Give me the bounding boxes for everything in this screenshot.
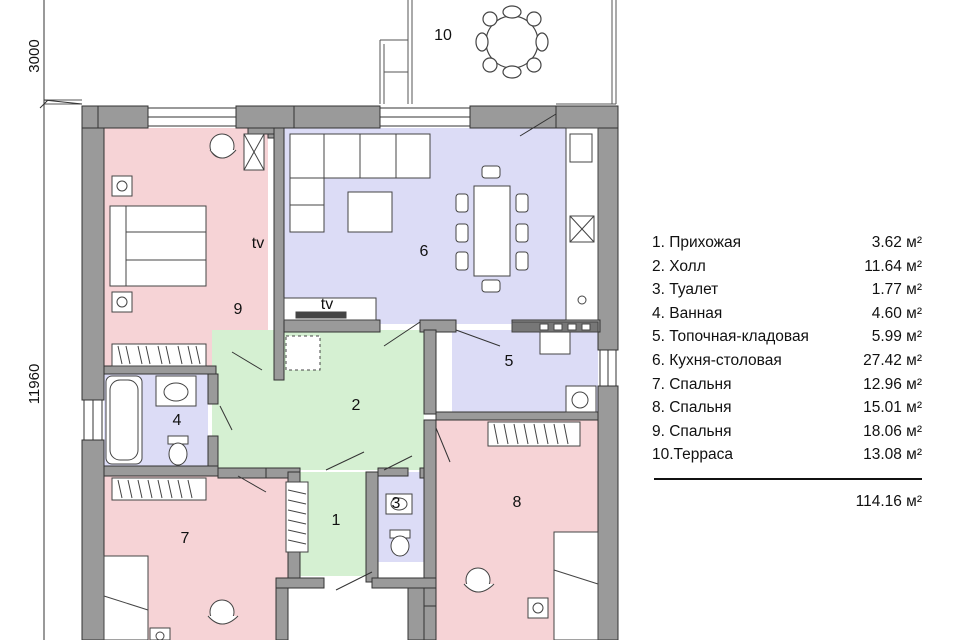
windows <box>43 99 617 441</box>
legend-room-area: 3.62 м² <box>871 234 922 251</box>
legend-room-name: 10.Терраса <box>652 446 733 464</box>
legend-room-name: 5. Топочная-кладовая <box>652 328 809 346</box>
legend-room-area: 1.77 м² <box>871 281 922 299</box>
area-legend: 1. Прихожая 3.62 м² 2. Холл 11.64 м² 3. Туал… <box>652 231 932 467</box>
legend-room-area: 4.60 м² <box>871 304 922 322</box>
legend-room-area: 13.08 м² <box>863 446 922 464</box>
doors <box>219 113 557 591</box>
legend-room-area: 12.96 м² <box>863 375 922 393</box>
legend-row: 10.Терраса 13.08 м² <box>652 443 932 467</box>
room-label-8: 8 <box>513 494 522 511</box>
terrace-table <box>475 5 549 79</box>
legend-row: 1. Прихожая 3.62 м² <box>652 231 932 255</box>
legend-room-name: 4. Ванная <box>652 304 723 322</box>
legend-row: 4. Ванная 4.60 м² <box>652 302 932 326</box>
room-label-6: 6 <box>420 243 429 260</box>
legend-row: 8. Спальня 15.01 м² <box>652 396 932 420</box>
legend-divider <box>654 478 922 480</box>
legend-room-name: 8. Спальня <box>652 399 732 417</box>
legend-room-name: 9. Спальня <box>652 422 732 440</box>
room-label-5: 5 <box>505 353 514 370</box>
room-label-3: 3 <box>392 495 401 512</box>
legend-room-name: 1. Прихожая <box>652 234 742 251</box>
labels: 3000 11960 10 9 6 5 2 4 1 3 7 8 tv tv <box>26 27 522 547</box>
legend-room-area: 27.42 м² <box>863 351 922 369</box>
room-1-fill <box>300 472 368 576</box>
legend-room-name: 2. Холл <box>652 257 706 275</box>
legend-total: 114.16 м² <box>855 493 922 510</box>
room-label-10: 10 <box>434 27 452 44</box>
legend-row: 5. Топочная-кладовая 5.99 м² <box>652 325 932 349</box>
legend-room-area: 15.01 м² <box>863 399 922 417</box>
living-furniture <box>283 127 599 413</box>
bedroom-furniture <box>103 335 599 640</box>
legend-row: 9. Спальня 18.06 м² <box>652 420 932 444</box>
legend-row: 3. Туалет 1.77 м² <box>652 278 932 302</box>
room-label-2: 2 <box>352 397 361 414</box>
room-label-4: 4 <box>173 412 182 429</box>
room-label-7: 7 <box>181 530 190 547</box>
legend-room-name: 6. Кухня-столовая <box>652 351 782 369</box>
dim-top: 3000 <box>26 39 43 72</box>
legend-room-name: 7. Спальня <box>652 375 732 393</box>
legend-room-name: 3. Туалет <box>652 281 719 299</box>
walls <box>81 105 619 640</box>
tv-label-living: tv <box>321 296 333 313</box>
tv-label-bedroom: tv <box>252 235 264 252</box>
legend-row: 2. Холл 11.64 м² <box>652 255 932 279</box>
legend-room-area: 18.06 м² <box>863 422 922 440</box>
bedroom-9-furniture <box>109 133 265 367</box>
dim-left: 11960 <box>26 364 43 405</box>
bathroom-fixtures <box>105 375 413 557</box>
dimension-lines <box>39 0 49 640</box>
legend-room-area: 5.99 м² <box>871 328 922 346</box>
terrace <box>44 0 617 105</box>
wardrobe-hatching <box>111 345 581 553</box>
room-label-9: 9 <box>234 301 243 318</box>
legend-row: 6. Кухня-столовая 27.42 м² <box>652 349 932 373</box>
legend-row: 7. Спальня 12.96 м² <box>652 373 932 397</box>
room-label-1: 1 <box>332 512 341 529</box>
legend-room-area: 11.64 м² <box>864 257 922 275</box>
